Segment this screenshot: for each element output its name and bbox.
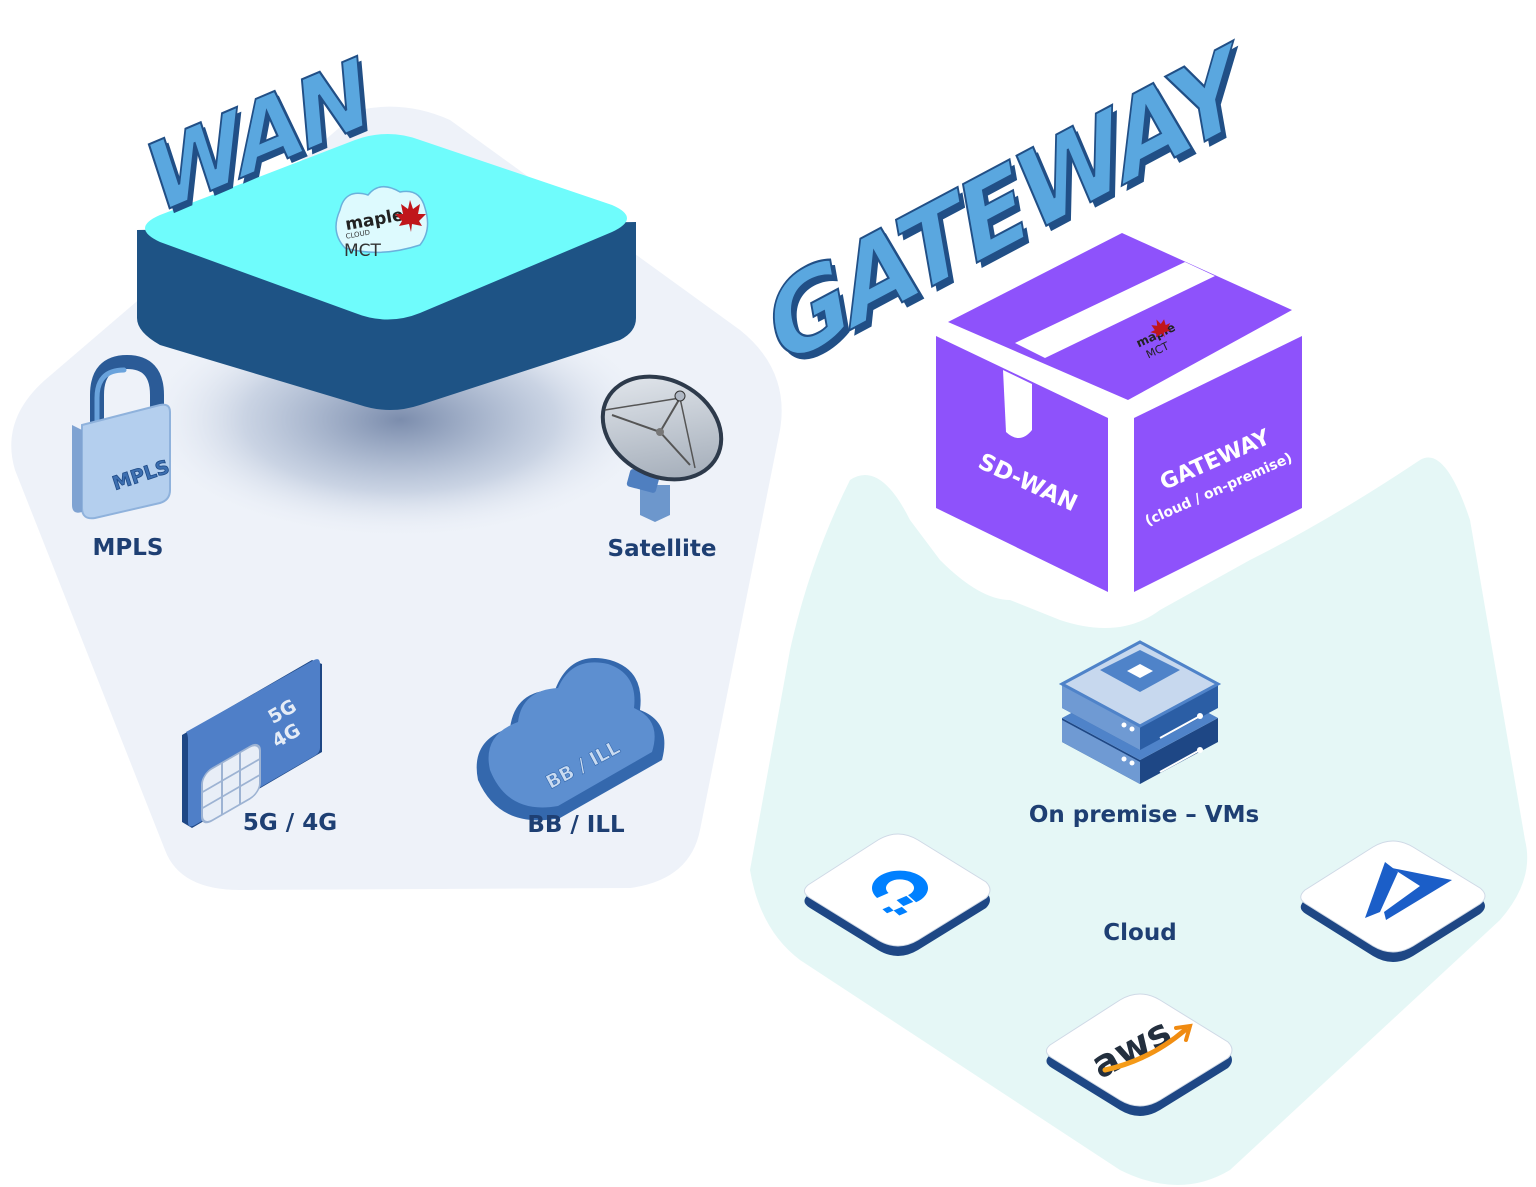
satellite-label: Satellite [608, 536, 717, 562]
5g-4g-label: 5G / 4G [243, 810, 337, 836]
digitalocean-tile [804, 833, 991, 956]
bb-ill-label: BB / ILL [527, 812, 625, 838]
server-stack-icon [1058, 640, 1222, 784]
satellite-dish-icon [600, 374, 724, 522]
box-maple-leaf-icon [1150, 319, 1171, 338]
box-right-face [1134, 336, 1302, 592]
digitalocean-logo-icon [872, 870, 928, 916]
aws-tile: aws [1046, 993, 1233, 1116]
sim-card-icon: 5G 4G [182, 659, 322, 828]
device-logo-mark: MCT [344, 241, 382, 261]
azure-tile [1300, 840, 1486, 962]
wan-device: maple CLOUD MCT [137, 134, 660, 540]
box-top-tape [1015, 262, 1215, 358]
device-logo-cloud [335, 186, 429, 254]
maple-leaf-icon [395, 200, 426, 232]
cloud-icon: BB / ILL [476, 658, 665, 821]
mpls-label: MPLS [93, 535, 164, 561]
gateway-region-background [750, 457, 1528, 1185]
cloud-label: Cloud [1103, 920, 1176, 946]
box-left-face [936, 336, 1108, 592]
padlock-icon: MPLS [72, 354, 173, 520]
gateway-box: maple MCT SD-WAN GATEWAY (cloud / on-pre… [920, 220, 1318, 610]
box-left-tape [1003, 370, 1032, 439]
on-premise-label: On premise – VMs [1029, 802, 1259, 828]
azure-logo-icon [1365, 862, 1452, 920]
